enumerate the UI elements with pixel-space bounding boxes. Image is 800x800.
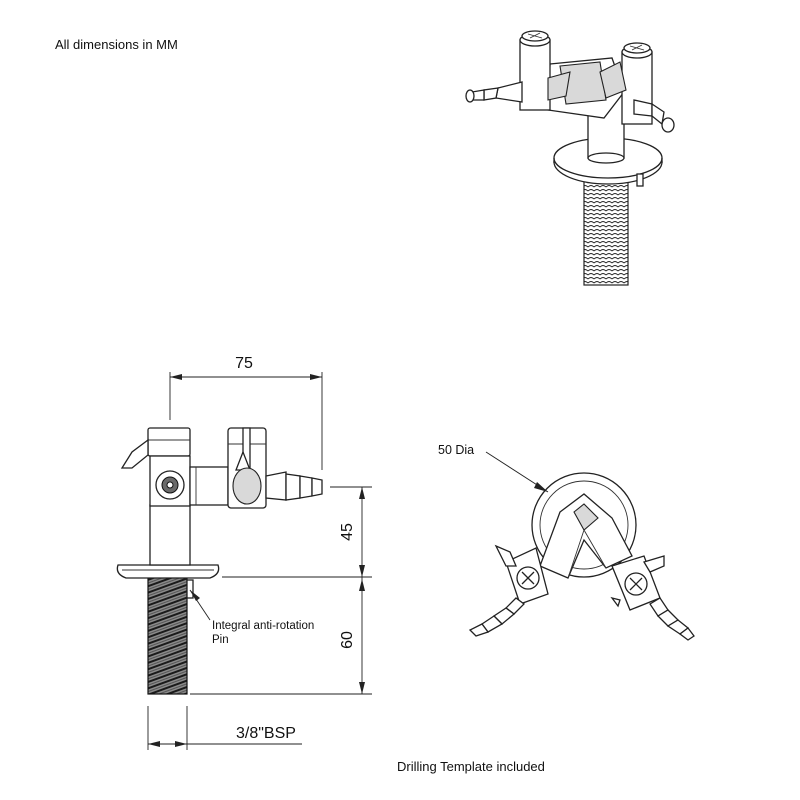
iso-anti-rotation-pin: [636, 173, 644, 187]
drilling-template-note: Drilling Template included: [397, 759, 545, 774]
plan-view: 50 Dia: [438, 443, 695, 641]
dimension-thread: 3/8"BSP: [147, 706, 302, 750]
dimension-upper-height-label: 45: [339, 523, 356, 541]
plan-left-nozzle: [468, 597, 525, 637]
diameter-callout: 50 Dia: [438, 443, 549, 493]
pin-callout: Integral anti-rotation Pin: [189, 589, 314, 646]
front-elevation: 75 45 60 3/8"BSP: [116, 355, 372, 750]
anti-rotation-pin: [186, 579, 194, 599]
isometric-view: [465, 30, 675, 286]
units-note: All dimensions in MM: [55, 37, 178, 52]
iso-left-nozzle: [465, 81, 523, 103]
iso-right-nozzle: [633, 99, 675, 133]
pin-callout-line1: Integral anti-rotation: [212, 620, 314, 632]
iso-left-valve: [519, 30, 571, 111]
dimension-width: 75: [169, 355, 323, 470]
diameter-label: 50 Dia: [438, 443, 474, 457]
flange: [116, 564, 220, 579]
left-valve: [120, 427, 191, 507]
dimension-lower-height: 60: [190, 577, 372, 695]
iso-threaded-shank: [583, 176, 629, 286]
pin-callout-line2: Pin: [212, 634, 229, 646]
threaded-shank: [147, 576, 188, 695]
plan-right-valve: [610, 555, 665, 611]
nozzle: [265, 471, 323, 501]
iso-right-valve: [599, 42, 653, 125]
dimension-upper-height: 45: [222, 486, 372, 578]
plan-left-valve: [494, 544, 549, 605]
column: [149, 504, 191, 566]
dimension-thread-label: 3/8"BSP: [236, 725, 296, 742]
dimension-width-label: 75: [235, 355, 253, 372]
dimension-lower-height-label: 60: [339, 631, 356, 649]
plan-right-nozzle: [649, 597, 695, 641]
right-valve: [227, 427, 267, 509]
